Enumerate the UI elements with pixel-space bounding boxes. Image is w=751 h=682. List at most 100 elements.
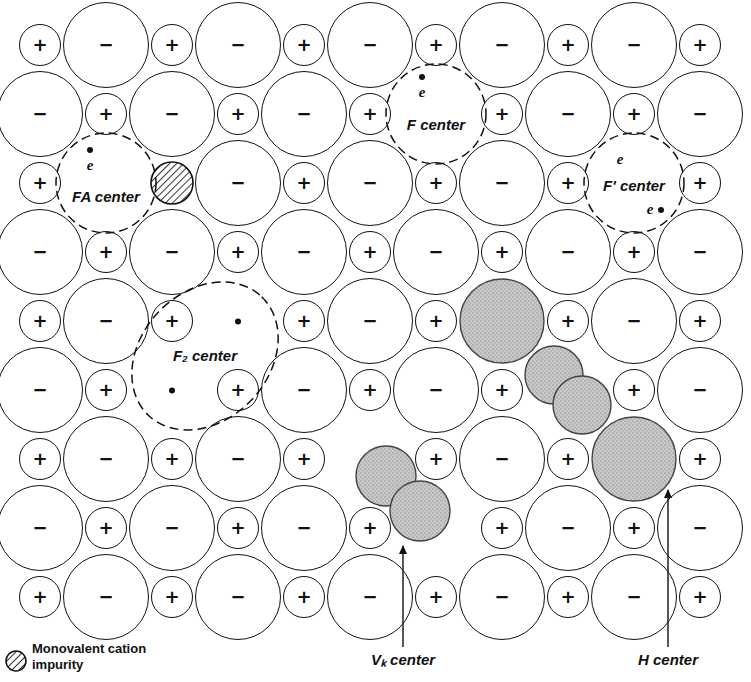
anion-circle: − (63, 554, 149, 640)
anion-circle: − (0, 71, 83, 157)
ion-charge: + (296, 174, 311, 192)
f-prime-center: eF' centere (580, 129, 688, 237)
cation-circle: + (151, 24, 193, 66)
ion-charge: + (296, 450, 311, 468)
anion-circle: − (195, 554, 281, 640)
anion-circle: − (0, 347, 83, 433)
ion-charge: − (692, 519, 707, 537)
ion-charge: + (428, 312, 443, 330)
anion-circle: − (0, 209, 83, 295)
ion-charge: + (32, 36, 47, 54)
ion-charge: + (494, 381, 509, 399)
ion-charge: − (428, 243, 443, 261)
ion-charge: + (560, 312, 575, 330)
anion-circle: − (327, 278, 413, 364)
anion-circle: − (261, 209, 347, 295)
ion-charge: − (230, 588, 245, 606)
cation-circle: + (613, 369, 655, 411)
h-anion (592, 417, 676, 501)
legend-swatch (4, 649, 28, 673)
ion-charge: + (32, 174, 47, 192)
anion-circle: − (459, 416, 545, 502)
fa-center: eFA center (52, 129, 160, 237)
cation-circle: + (613, 93, 655, 135)
cation-circle: + (415, 438, 457, 480)
ion-charge: + (296, 588, 311, 606)
ion-charge: + (626, 243, 641, 261)
center-outline (52, 129, 160, 237)
ion-charge: − (164, 243, 179, 261)
ion-charge: + (362, 243, 377, 261)
ion-charge: − (626, 36, 641, 54)
ion-charge: − (362, 312, 377, 330)
leader-line (667, 490, 668, 647)
electron-label: e (419, 84, 426, 101)
cation-circle: + (481, 93, 523, 135)
anion-circle: − (63, 2, 149, 88)
anion-circle: − (195, 416, 281, 502)
ion-charge: − (362, 588, 377, 606)
ion-charge: + (692, 36, 707, 54)
ion-charge: + (692, 450, 707, 468)
anion-circle: − (195, 2, 281, 88)
ion-charge: + (164, 588, 179, 606)
anion-circle: − (63, 416, 149, 502)
ion-charge: − (230, 450, 245, 468)
cation-circle: + (547, 24, 589, 66)
cation-circle: + (547, 300, 589, 342)
ion-charge: + (692, 312, 707, 330)
cation-circle: + (19, 576, 61, 618)
cation-circle: + (349, 93, 391, 135)
anion-circle: − (591, 554, 677, 640)
anion-circle: − (525, 209, 611, 295)
cation-circle: + (547, 438, 589, 480)
cation-circle: + (481, 231, 523, 273)
ion-charge: + (164, 450, 179, 468)
ion-charge: + (164, 36, 179, 54)
cation-circle: + (283, 162, 325, 204)
ion-charge: − (626, 588, 641, 606)
cation-circle: + (151, 300, 193, 342)
ion-charge: + (98, 105, 113, 123)
center-label: F center (407, 116, 465, 133)
cation-circle: + (217, 507, 259, 549)
cation-circle: + (283, 300, 325, 342)
ion-charge: + (98, 243, 113, 261)
cation-circle: + (283, 576, 325, 618)
ion-charge: − (32, 381, 47, 399)
ion-charge: + (494, 519, 509, 537)
cation-circle: + (415, 24, 457, 66)
anion-circle: − (657, 71, 743, 157)
anion-circle: − (459, 140, 545, 226)
legend-entry: Monovalent cation impurity (4, 641, 184, 679)
ion-charge: − (164, 105, 179, 123)
cation-circle: + (415, 162, 457, 204)
ion-charge: − (296, 105, 311, 123)
ion-charge: + (32, 450, 47, 468)
anion-circle: − (657, 347, 743, 433)
cation-circle: + (19, 24, 61, 66)
cation-circle: + (415, 300, 457, 342)
ion-charge: + (230, 519, 245, 537)
legend-text: Monovalent cation impurity (32, 641, 177, 672)
ion-charge: + (32, 588, 47, 606)
anion-circle: − (657, 209, 743, 295)
cation-circle: + (217, 93, 259, 135)
electron-dot (87, 147, 93, 153)
anion-circle: − (393, 209, 479, 295)
ion-charge: − (32, 105, 47, 123)
anion-circle: − (327, 2, 413, 88)
ion-charge: − (692, 381, 707, 399)
ion-charge: + (626, 381, 641, 399)
ion-charge: + (692, 588, 707, 606)
ion-charge: + (428, 174, 443, 192)
electron-label: e (617, 151, 624, 168)
ion-charge: − (692, 243, 707, 261)
anion-circle: − (261, 485, 347, 571)
anion-circle: − (327, 554, 413, 640)
cation-circle: + (283, 438, 325, 480)
anion-circle: − (591, 278, 677, 364)
anion-circle: − (261, 347, 347, 433)
electron-dot (235, 318, 241, 324)
